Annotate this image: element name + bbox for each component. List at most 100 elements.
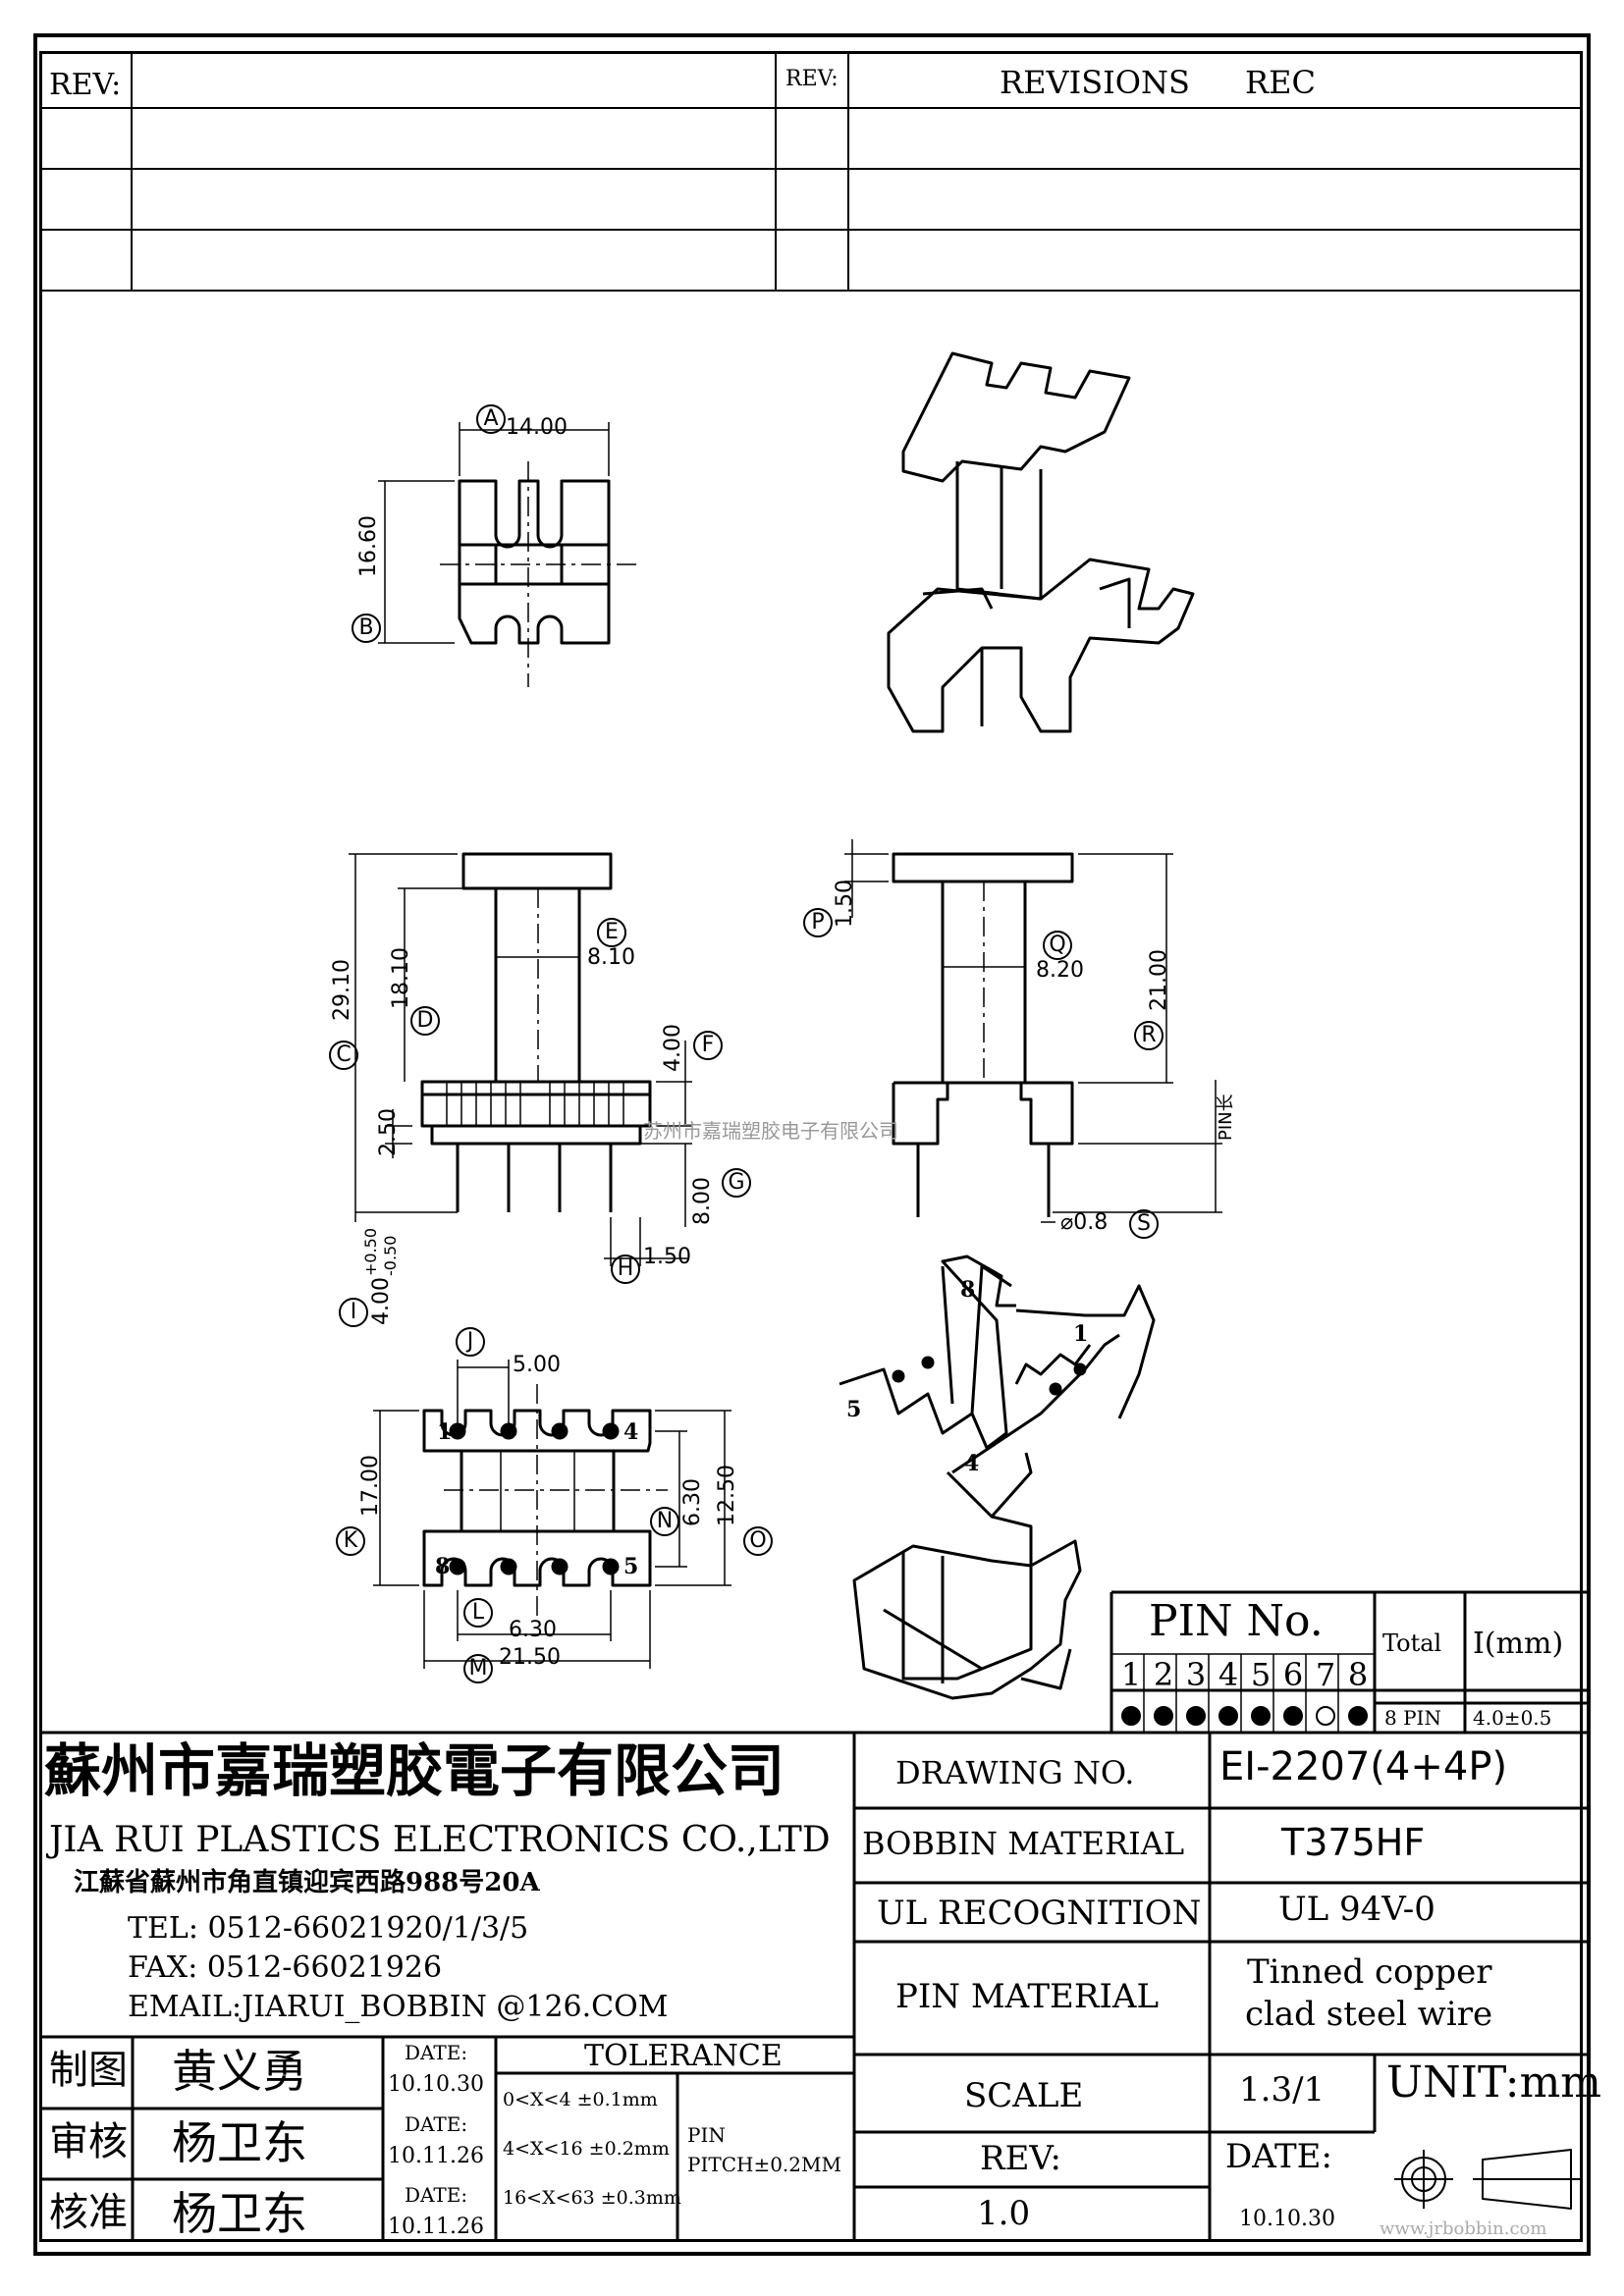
pin-material-line2: clad steel wire (1245, 1995, 1493, 2034)
approval-date-label: DATE: (405, 2183, 468, 2207)
bottom-pin-5: 5 (623, 1554, 639, 1579)
label-l: L (463, 1598, 493, 1628)
rec-header: REC (1245, 64, 1316, 101)
label-j: J (456, 1327, 485, 1357)
dim-b: 16.60 (356, 515, 381, 577)
pin-filled-dot (1218, 1706, 1238, 1726)
label-c: C (329, 1041, 358, 1070)
approval-name: 杨卫东 (172, 2116, 307, 2169)
approval-date: 10.11.26 (388, 2144, 484, 2168)
dim-g: 8.00 (690, 1177, 715, 1225)
date-label: DATE: (1225, 2137, 1332, 2176)
dim-i: 4.00 (369, 1277, 394, 1325)
pin-filled-dot (1121, 1706, 1141, 1726)
bobbin-material-label: BOBBIN MATERIAL (862, 1825, 1185, 1862)
tolerance-row: 4<X<16 ±0.2mm (503, 2138, 670, 2160)
tolerance-title: TOLERANCE (584, 2039, 783, 2073)
label-f: F (693, 1031, 723, 1060)
tolerance-row: 0<X<4 ±0.1mm (503, 2089, 658, 2110)
label-e: E (597, 918, 626, 947)
approval-date: 10.10.30 (388, 2072, 484, 2097)
dim-n: 6.30 (680, 1478, 705, 1526)
company-tel: TEL: 0512-66021920/1/3/5 (128, 1911, 529, 1946)
bobbin-material-value: T375HF (1281, 1821, 1426, 1864)
title-block-grid (39, 1731, 1591, 2242)
side-view (844, 839, 1222, 1223)
date-value: 10.10.30 (1239, 2207, 1335, 2231)
approval-date-label: DATE: (405, 2112, 468, 2136)
dim-s: ⌀0.8 (1060, 1210, 1109, 1235)
pin-table-number: 5 (1250, 1656, 1272, 1693)
drawing-outer-border (33, 33, 1591, 2256)
dim-q: 8.20 (1036, 958, 1084, 983)
label-p: P (803, 908, 833, 937)
iso-view-top (887, 351, 1195, 733)
approval-date-label: DATE: (405, 2041, 468, 2064)
pin-filled-dot (1251, 1706, 1271, 1726)
tolerance-pitch: PITCH±0.2MM (687, 2153, 841, 2176)
approval-role: 核准 (49, 2190, 128, 2235)
pin-table-number: 4 (1218, 1656, 1239, 1693)
iso-pin-5: 5 (846, 1397, 862, 1422)
ul-recognition-label: UL RECOGNITION (877, 1894, 1202, 1933)
pin-table-grid (1110, 1590, 1591, 1733)
company-fax: FAX: 0512-66021926 (128, 1950, 443, 1985)
label-g: G (722, 1168, 751, 1198)
pin-table-title: PIN No. (1149, 1596, 1324, 1646)
pin-table-number: 6 (1282, 1656, 1304, 1693)
label-b: B (352, 614, 381, 643)
label-k: K (336, 1526, 365, 1556)
scale-label: SCALE (964, 2076, 1084, 2115)
dim-h: 1.50 (643, 1245, 691, 1269)
dim-i-tol-minus: -0.50 (381, 1235, 400, 1276)
dim-p: 1.50 (833, 880, 857, 928)
scale-value: 1.3/1 (1239, 2070, 1326, 2109)
tolerance-row: 16<X<63 ±0.3mm (503, 2187, 681, 2209)
company-name-en: JIA RUI PLASTICS ELECTRONICS CO.,LTD (49, 1820, 831, 1860)
bottom-pin-4: 4 (623, 1419, 639, 1445)
label-a: A (476, 404, 506, 434)
dim-m: 21.50 (499, 1645, 561, 1670)
dim-o: 12.50 (715, 1465, 739, 1526)
label-q: Q (1043, 931, 1072, 960)
pin-table-length-header: I(mm) (1473, 1627, 1564, 1661)
dim-a: 14.00 (506, 415, 568, 440)
pin-filled-dot (1186, 1706, 1206, 1726)
approval-date: 10.11.26 (388, 2215, 484, 2239)
pin-table-number: 7 (1315, 1656, 1336, 1693)
rev-label-left: REV: (49, 68, 122, 102)
dim-k: 17.00 (358, 1455, 383, 1517)
label-d: D (410, 1006, 440, 1036)
pin-empty-dot (1316, 1706, 1335, 1726)
pin-table-number: 1 (1120, 1656, 1142, 1693)
rev-label: REV: (980, 2139, 1062, 2178)
label-h: H (611, 1255, 640, 1284)
bottom-pin-8: 8 (435, 1554, 451, 1579)
front-view (349, 852, 692, 1266)
pin-length-label: PIN长 (1216, 1094, 1236, 1141)
rev-label-right: REV: (785, 67, 839, 91)
dim-d: 18.10 (389, 947, 413, 1009)
pin-material-label: PIN MATERIAL (895, 1977, 1160, 2016)
rev-value: 1.0 (977, 2194, 1031, 2233)
pin-table-number: 2 (1153, 1656, 1174, 1693)
dim-j: 5.00 (513, 1353, 561, 1377)
dim-r: 21.00 (1147, 949, 1171, 1011)
label-s: S (1129, 1209, 1159, 1239)
unit-value: UNIT:mm (1386, 2057, 1602, 2108)
approval-name: 黄义勇 (172, 2045, 307, 2098)
dim-l: 6.30 (509, 1618, 557, 1642)
label-r: R (1134, 1021, 1164, 1050)
dim-c: 29.10 (330, 959, 354, 1021)
label-i: I (339, 1298, 368, 1327)
ul-recognition-value: UL 94V-0 (1278, 1890, 1435, 1929)
pin-filled-dot (1348, 1706, 1368, 1726)
dim-e: 8.10 (587, 945, 635, 970)
iso-pin-8: 8 (960, 1277, 976, 1303)
drawing-inner-border (39, 51, 1583, 2242)
dim-flange: 2.50 (376, 1108, 401, 1156)
pin-filled-dot (1154, 1706, 1173, 1726)
label-o: O (743, 1526, 773, 1556)
company-name-cn: 蘇州市嘉瑞塑胶電子有限公司 (44, 1737, 785, 1804)
